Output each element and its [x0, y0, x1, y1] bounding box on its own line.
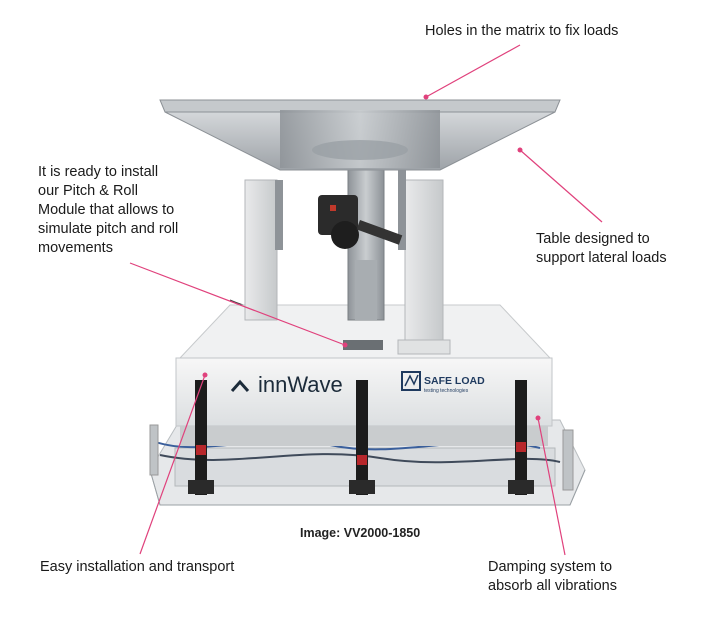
- svg-text:SAFE LOAD: SAFE LOAD: [424, 375, 485, 387]
- annotation-holes: Holes in the matrix to fix loads: [425, 23, 619, 39]
- annotation-table: Table designed to support lateral loads: [536, 231, 667, 266]
- svg-text:innWave: innWave: [258, 372, 343, 397]
- leader-endpoints: [202, 94, 541, 421]
- side-brackets: [149, 424, 574, 491]
- central-actuator: [318, 169, 403, 321]
- support-columns: [244, 170, 451, 355]
- leader-lines: [129, 44, 603, 556]
- annotation-pitch-roll: It is ready to install our Pitch & Roll …: [38, 164, 179, 256]
- innwave-logo: innWave: [230, 372, 343, 397]
- annotation-easy-installation: Easy installation and transport: [40, 559, 235, 575]
- annotation-damping: Damping system to absorb all vibrations: [488, 559, 617, 594]
- damper-straps: [188, 380, 534, 495]
- image-caption: Image: VV2000-1850: [300, 526, 421, 540]
- safeload-logo: SAFE LOAD testing technologies: [401, 371, 485, 394]
- top-table: [159, 99, 561, 171]
- svg-text:testing technologies: testing technologies: [424, 388, 469, 394]
